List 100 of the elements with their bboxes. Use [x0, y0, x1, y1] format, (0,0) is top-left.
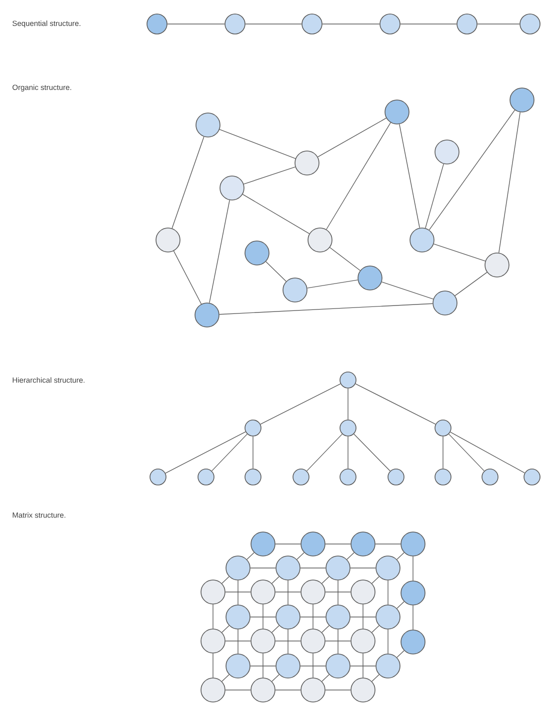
- connector-line: [300, 616, 326, 618]
- circle: [250, 678, 276, 702]
- connector-line: [260, 383, 341, 425]
- circle: [376, 556, 400, 580]
- circle: [244, 468, 262, 486]
- connector-line: [312, 604, 314, 629]
- circle: [150, 468, 166, 486]
- circle: [282, 278, 308, 302]
- connector-line: [222, 576, 230, 584]
- circle: [380, 14, 400, 34]
- circle: [326, 654, 350, 678]
- connector-line: [312, 653, 314, 678]
- connector-line: [243, 166, 296, 184]
- connector-line: [372, 625, 380, 633]
- connector-line: [372, 674, 380, 682]
- circle: [276, 654, 300, 678]
- connector-line: [225, 640, 251, 642]
- circle: [326, 556, 350, 580]
- connector-line: [211, 434, 248, 472]
- circle: [434, 468, 452, 486]
- connector-line: [242, 194, 310, 234]
- connector-line: [326, 122, 391, 230]
- connector-line: [246, 552, 254, 560]
- connector-line: [212, 653, 214, 678]
- connector-line: [330, 247, 360, 271]
- circle: [196, 112, 220, 138]
- circle: [400, 532, 426, 556]
- circle: [146, 14, 168, 34]
- circle: [194, 302, 220, 328]
- circle: [244, 420, 262, 436]
- circle: [484, 252, 510, 278]
- connector-line: [212, 604, 214, 629]
- circle: [300, 532, 326, 556]
- connector-line: [272, 674, 280, 682]
- circle: [300, 580, 326, 604]
- connector-line: [322, 576, 330, 584]
- circle: [276, 556, 300, 580]
- circle: [308, 228, 332, 252]
- circle: [276, 604, 300, 630]
- connector-line: [362, 604, 364, 629]
- circle: [302, 14, 322, 34]
- connector-line: [372, 576, 380, 584]
- circle: [410, 228, 434, 252]
- connector-line: [322, 674, 330, 682]
- connector-line: [362, 653, 364, 678]
- connector-line: [399, 124, 420, 228]
- connector-line: [412, 605, 414, 630]
- connector-line: [262, 604, 264, 629]
- connector-line: [396, 552, 404, 560]
- connector-line: [454, 272, 488, 296]
- circle: [384, 100, 410, 124]
- circle: [456, 14, 478, 34]
- circle: [226, 654, 250, 678]
- connector-line: [428, 110, 516, 230]
- circle: [156, 228, 180, 252]
- circle: [250, 580, 276, 604]
- circle: [434, 140, 460, 164]
- connector-line: [250, 616, 276, 618]
- circle: [244, 240, 270, 266]
- connector-line: [306, 434, 343, 472]
- circle: [510, 88, 534, 112]
- circle: [340, 420, 356, 436]
- connector-line: [272, 625, 280, 633]
- circle: [200, 628, 226, 654]
- connector-line: [222, 625, 230, 633]
- circle: [400, 580, 426, 606]
- circle: [250, 628, 276, 654]
- circle: [376, 604, 400, 630]
- connector-line: [396, 650, 404, 658]
- connector-line: [396, 601, 404, 609]
- circle: [350, 580, 376, 604]
- circle: [220, 176, 244, 200]
- connector-line: [442, 436, 444, 469]
- circle: [294, 150, 320, 176]
- circle: [358, 266, 382, 290]
- circle: [292, 468, 310, 486]
- circle: [520, 14, 540, 34]
- circle: [350, 678, 376, 702]
- circle: [482, 468, 498, 486]
- connector-line: [350, 616, 376, 618]
- circle: [400, 630, 426, 654]
- connector-line: [412, 556, 414, 581]
- connector-line: [219, 129, 296, 159]
- connector-line: [165, 432, 246, 474]
- circle: [226, 604, 250, 630]
- circle: [376, 654, 400, 678]
- circle: [300, 678, 326, 702]
- connector-line: [296, 552, 304, 560]
- circle: [340, 372, 356, 388]
- circle: [434, 420, 452, 436]
- connector-line: [252, 436, 254, 469]
- connector-line: [172, 136, 204, 229]
- connector-line: [381, 282, 434, 300]
- connector-line: [425, 164, 444, 228]
- connector-line: [355, 383, 436, 425]
- connector-line: [262, 653, 264, 678]
- connector-line: [209, 200, 230, 304]
- connector-line: [306, 280, 358, 288]
- connector-line: [322, 625, 330, 633]
- circle: [226, 556, 250, 580]
